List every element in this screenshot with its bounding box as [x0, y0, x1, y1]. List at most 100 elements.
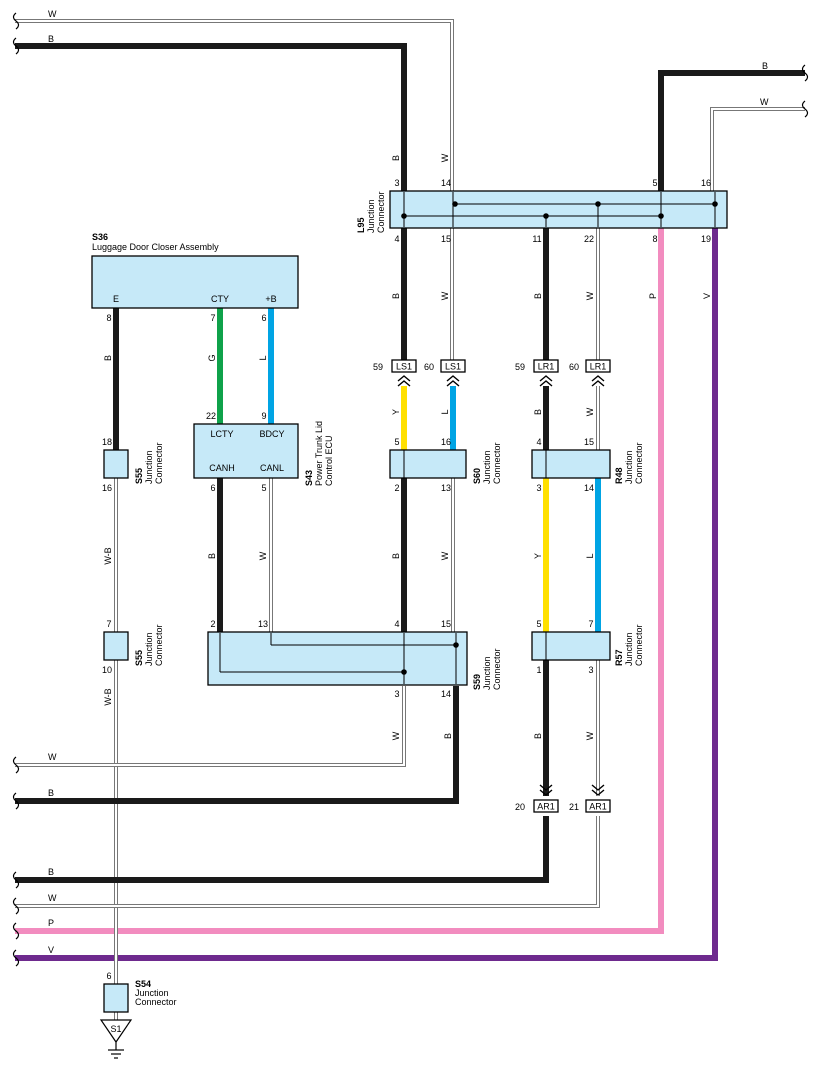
wire-label-l95-in-w: W [440, 153, 450, 162]
pin-s43-5: 5 [261, 483, 266, 493]
s43-name2: Control ECU [324, 435, 334, 486]
s60-connector [389, 449, 467, 479]
r48-name1: Junction [624, 450, 634, 484]
s60-code: S60 [472, 468, 482, 484]
wire-label-ls1-l: L [440, 409, 450, 414]
s43-pin-lcty: LCTY [210, 429, 233, 439]
wire-ar1-20-b [15, 816, 549, 883]
pin-l95-22: 22 [584, 234, 594, 244]
wire-label-r57-w: W [585, 731, 595, 740]
s55-connector-bottom [103, 631, 129, 661]
s36-component [91, 255, 299, 309]
pin-l95-4: 4 [394, 234, 399, 244]
wire-label-s36-g: G [207, 354, 217, 361]
pin-s59-2: 2 [210, 619, 215, 629]
ls1-label-b: LS1 [445, 362, 461, 372]
s43-name1: Power Trunk Lid [314, 421, 324, 486]
pin-s55a-18: 18 [102, 437, 112, 447]
wire-label-s60-w: W [440, 551, 450, 560]
s54-name1: Junction [135, 988, 169, 998]
l95-name1: Junction [366, 199, 376, 233]
wire-label-s43-b: B [207, 553, 217, 559]
pin-s59-4: 4 [394, 619, 399, 629]
wire-label-p: P [48, 918, 54, 928]
s43-pin-bdcy: BDCY [259, 429, 284, 439]
pin-ls1-60: 60 [424, 362, 434, 372]
wire-label-l95-19: V [702, 293, 712, 299]
pin-s59-3: 3 [394, 689, 399, 699]
lr1-label-b: LR1 [590, 362, 607, 372]
s59-code: S59 [472, 674, 482, 690]
ls1-inline-connector [391, 359, 466, 387]
wire-ar1-21-w [15, 816, 600, 908]
ground-symbol [99, 1019, 133, 1059]
pin-s55b-10: 10 [102, 665, 112, 675]
s59-name1: Junction [482, 656, 492, 690]
wire-top-w [15, 19, 454, 370]
r48-code: R48 [614, 467, 624, 484]
pin-r48-4: 4 [536, 437, 541, 447]
wire-label-bl-w: W [48, 752, 57, 762]
wire-label-s36-l: L [258, 355, 268, 360]
wire-break-marks-right [801, 64, 809, 118]
l95-connector [389, 190, 728, 229]
pin-r57-3: 3 [588, 665, 593, 675]
wire-label-l95-11: B [533, 293, 543, 299]
pin-s60-13: 13 [441, 483, 451, 493]
s55a-code: S55 [134, 468, 144, 484]
wire-label-r48-l: L [585, 553, 595, 558]
wire-label-s59-b: B [443, 733, 453, 739]
s55b-code: S55 [134, 650, 144, 666]
pin-l95-19: 19 [701, 234, 711, 244]
wire-s59-3-w [15, 686, 406, 767]
pin-s59-15: 15 [441, 619, 451, 629]
pin-ls1-59: 59 [373, 362, 383, 372]
s60-name2: Connector [492, 442, 502, 484]
s43-pin-canl: CANL [260, 463, 284, 473]
wire-s59-14-b [15, 686, 459, 804]
pin-s60-16: 16 [441, 437, 451, 447]
pin-r48-14: 14 [584, 483, 594, 493]
pin-s36-8: 8 [106, 313, 111, 323]
pin-s60-5: 5 [394, 437, 399, 447]
pin-lr1-59: 59 [515, 362, 525, 372]
s43-code: S43 [304, 470, 314, 486]
pin-s60-2: 2 [394, 483, 399, 493]
wire-v [15, 228, 718, 961]
wire-label-w2: W [48, 893, 57, 903]
pin-ar1-21: 21 [569, 802, 579, 812]
ar1-inline-connector [533, 784, 611, 813]
pin-s43-6: 6 [210, 483, 215, 493]
pin-r48-3: 3 [536, 483, 541, 493]
pin-s55b-7: 7 [106, 619, 111, 629]
r57-name2: Connector [634, 624, 644, 666]
lr1-inline-connector [533, 359, 611, 387]
r48-connector [531, 449, 611, 479]
wire-label-s36-b: B [103, 355, 113, 361]
wire-label-ls1-y: Y [391, 409, 401, 415]
s59-name2: Connector [492, 648, 502, 690]
s36-code: S36 [92, 232, 108, 242]
wire-label-top-w: W [48, 9, 57, 19]
wire-right-b [658, 70, 805, 192]
s36-pin-e: E [113, 294, 119, 304]
r57-connector [531, 631, 611, 661]
wire-label-v: V [48, 945, 54, 955]
r57-code: R57 [614, 649, 624, 666]
pin-r48-15: 15 [584, 437, 594, 447]
s55b-name2: Connector [154, 624, 164, 666]
wire-label-l95-4: B [391, 293, 401, 299]
pin-l95-8: 8 [652, 234, 657, 244]
wire-label-bl-b: B [48, 788, 54, 798]
pin-l95-3: 3 [394, 178, 399, 188]
pin-r57-5: 5 [536, 619, 541, 629]
wire-label-lr1-w: W [585, 407, 595, 416]
s55a-name1: Junction [144, 450, 154, 484]
pin-ar1-20: 20 [515, 802, 525, 812]
pin-s36-6: 6 [261, 313, 266, 323]
l95-name2: Connector [376, 191, 386, 233]
lr1-label-a: LR1 [538, 362, 555, 372]
pin-l95-14: 14 [441, 178, 451, 188]
pin-l95-11: 11 [532, 234, 541, 244]
